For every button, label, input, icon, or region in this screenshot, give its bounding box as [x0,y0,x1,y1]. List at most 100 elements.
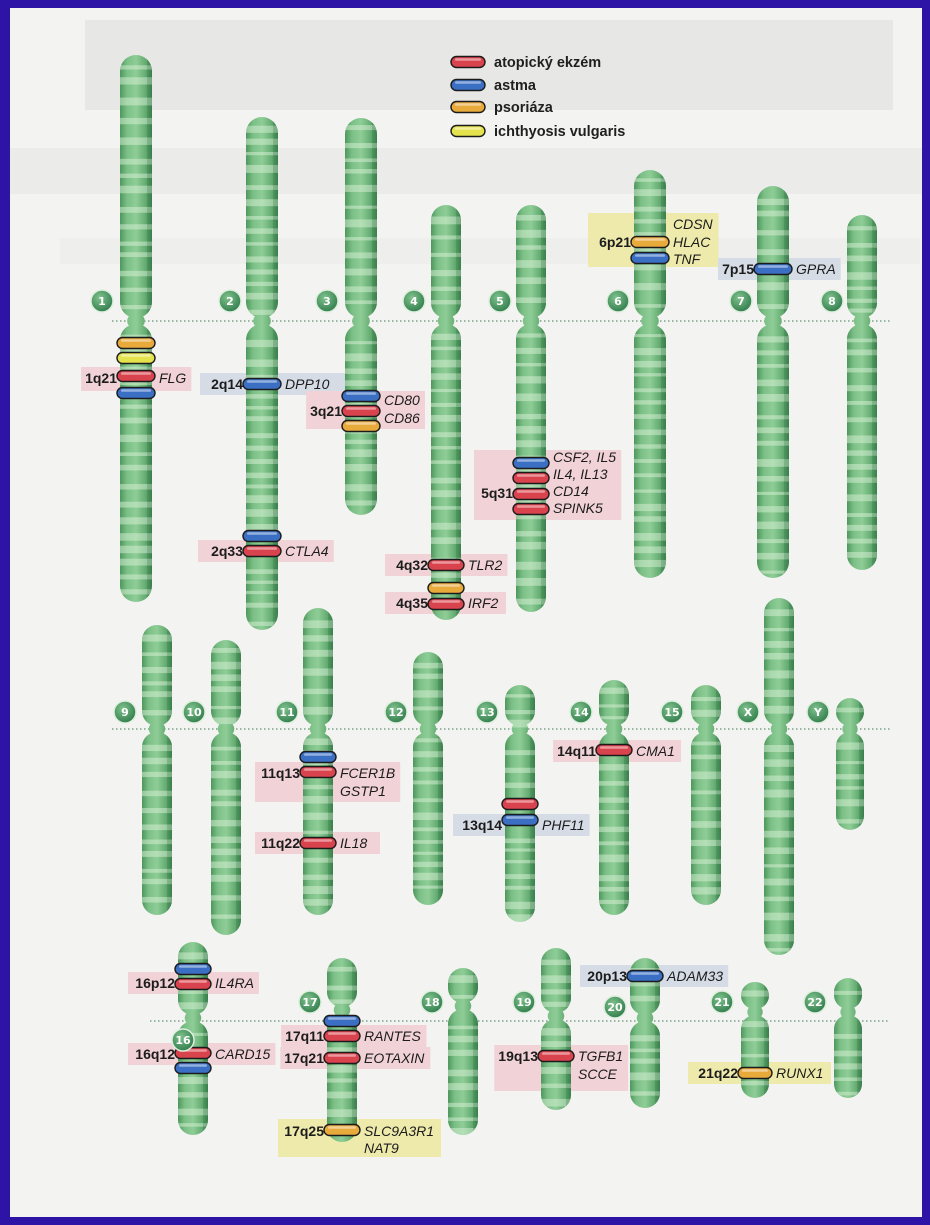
chromosome-number: 13 [479,706,494,719]
locus-marker-body [502,799,538,810]
legend-swatch-body [451,57,485,68]
chromosome-number: 2 [226,295,234,308]
gene-label: GPRA [796,261,836,277]
chromosome-shadow [764,982,769,1098]
chromosome-body [634,170,666,578]
gene-label: IRF2 [468,595,499,611]
chromosome-body [836,698,864,830]
chromosome-number: 1 [98,295,106,308]
chromosome-number: 14 [573,706,589,719]
locus-marker [300,752,336,763]
chromosome-shadow [456,205,461,620]
locus-marker-gloss [179,1064,207,1067]
locus-marker-body [243,379,281,390]
chromosome-body [142,625,172,915]
locus-marker-gloss [121,354,151,357]
locus-marker [324,1031,360,1042]
locus-marker-body [513,458,549,469]
locus-marker-gloss [121,339,151,342]
legend-swatch-body [451,80,485,91]
locus-marker-gloss [346,392,376,395]
locus-marker-body [324,1016,360,1027]
chromosome-number: 5 [496,295,504,308]
locus-marker [175,979,211,990]
gene-label: TNF [673,251,702,267]
locus-marker-gloss [346,422,376,425]
locus-marker-body [117,371,155,382]
legend-label: ichthyosis vulgaris [494,124,625,140]
chromosome-number-badge: 14 [570,701,592,723]
locus-marker-body [627,971,663,982]
locus-marker-body [513,504,549,515]
locus-marker-body [117,353,155,364]
locus-marker-gloss [346,407,376,410]
band-label: 14q11 [557,743,596,759]
locus-marker-body [738,1068,772,1079]
locus-marker-gloss [179,980,207,983]
locus-marker-gloss [600,746,628,749]
chromosome-7 [757,186,789,578]
chromosome-number-badge: Y [807,701,829,723]
chromosome-number: 10 [186,706,202,719]
chromosome-17 [327,958,357,1142]
locus-marker [513,504,549,515]
locus-marker-body [117,338,155,349]
chromosome-number-badge: 10 [183,701,205,723]
chromosome-shadow [661,170,666,578]
legend-swatch [451,126,485,137]
locus-marker [117,338,155,349]
gene-label: SCCE [578,1066,618,1082]
chromosome-number-badge: 15 [661,701,683,723]
locus-marker-body [243,546,281,557]
band-label: 11q22 [261,835,300,851]
locus-marker-body [754,264,792,275]
locus-marker-gloss [635,254,665,257]
chromosome-shadow [541,205,546,612]
chromosome-number: 12 [388,706,403,719]
chromosome-number-badge: 8 [821,290,843,312]
chromosome-shadow [872,215,877,570]
chromosome-shadow [857,978,862,1098]
chromosome-number: 17 [302,996,317,1009]
chromosome-y [836,698,864,830]
gene-label: RUNX1 [776,1065,823,1081]
locus-marker-gloss [121,389,151,392]
locus-marker [342,391,380,402]
gene-label: SLC9A3R1 [364,1123,434,1139]
gene-label: CTLA4 [285,543,329,559]
chromosome-body [448,968,478,1135]
gene-label: IL18 [340,835,367,851]
locus-marker [538,1051,574,1062]
band-label: 17q11 [285,1028,324,1044]
legend-label: astma [494,78,537,94]
locus-marker-gloss [517,474,545,477]
locus-marker-gloss [328,1054,356,1057]
gene-label: CSF2, IL5 [553,449,616,465]
locus-marker [428,599,464,610]
band-label: 6p21 [599,234,631,250]
gene-label: FCER1B [340,765,395,781]
locus-marker [175,964,211,975]
chromosome-body [691,685,721,905]
locus-marker-gloss [635,238,665,241]
chromosome-number-badge: 4 [403,290,425,312]
locus-marker [631,253,669,264]
chromosome-15 [691,685,721,905]
locus-marker [243,531,281,542]
locus-marker-gloss [432,561,460,564]
locus-marker-body [300,752,336,763]
chromosome-9 [142,625,172,915]
legend-swatch [451,102,485,113]
locus-marker [513,458,549,469]
legend-label: atopický ekzém [494,55,601,71]
chromosome-body [327,958,357,1142]
locus-marker [513,473,549,484]
locus-marker-body [342,421,380,432]
chromosome-number-badge: 1 [91,290,113,312]
gene-label: EOTAXIN [364,1050,425,1066]
locus-marker-gloss [506,816,534,819]
band-label: 21q22 [698,1065,738,1081]
band-label: 3q21 [310,403,342,419]
band-label: 11q13 [261,765,300,781]
